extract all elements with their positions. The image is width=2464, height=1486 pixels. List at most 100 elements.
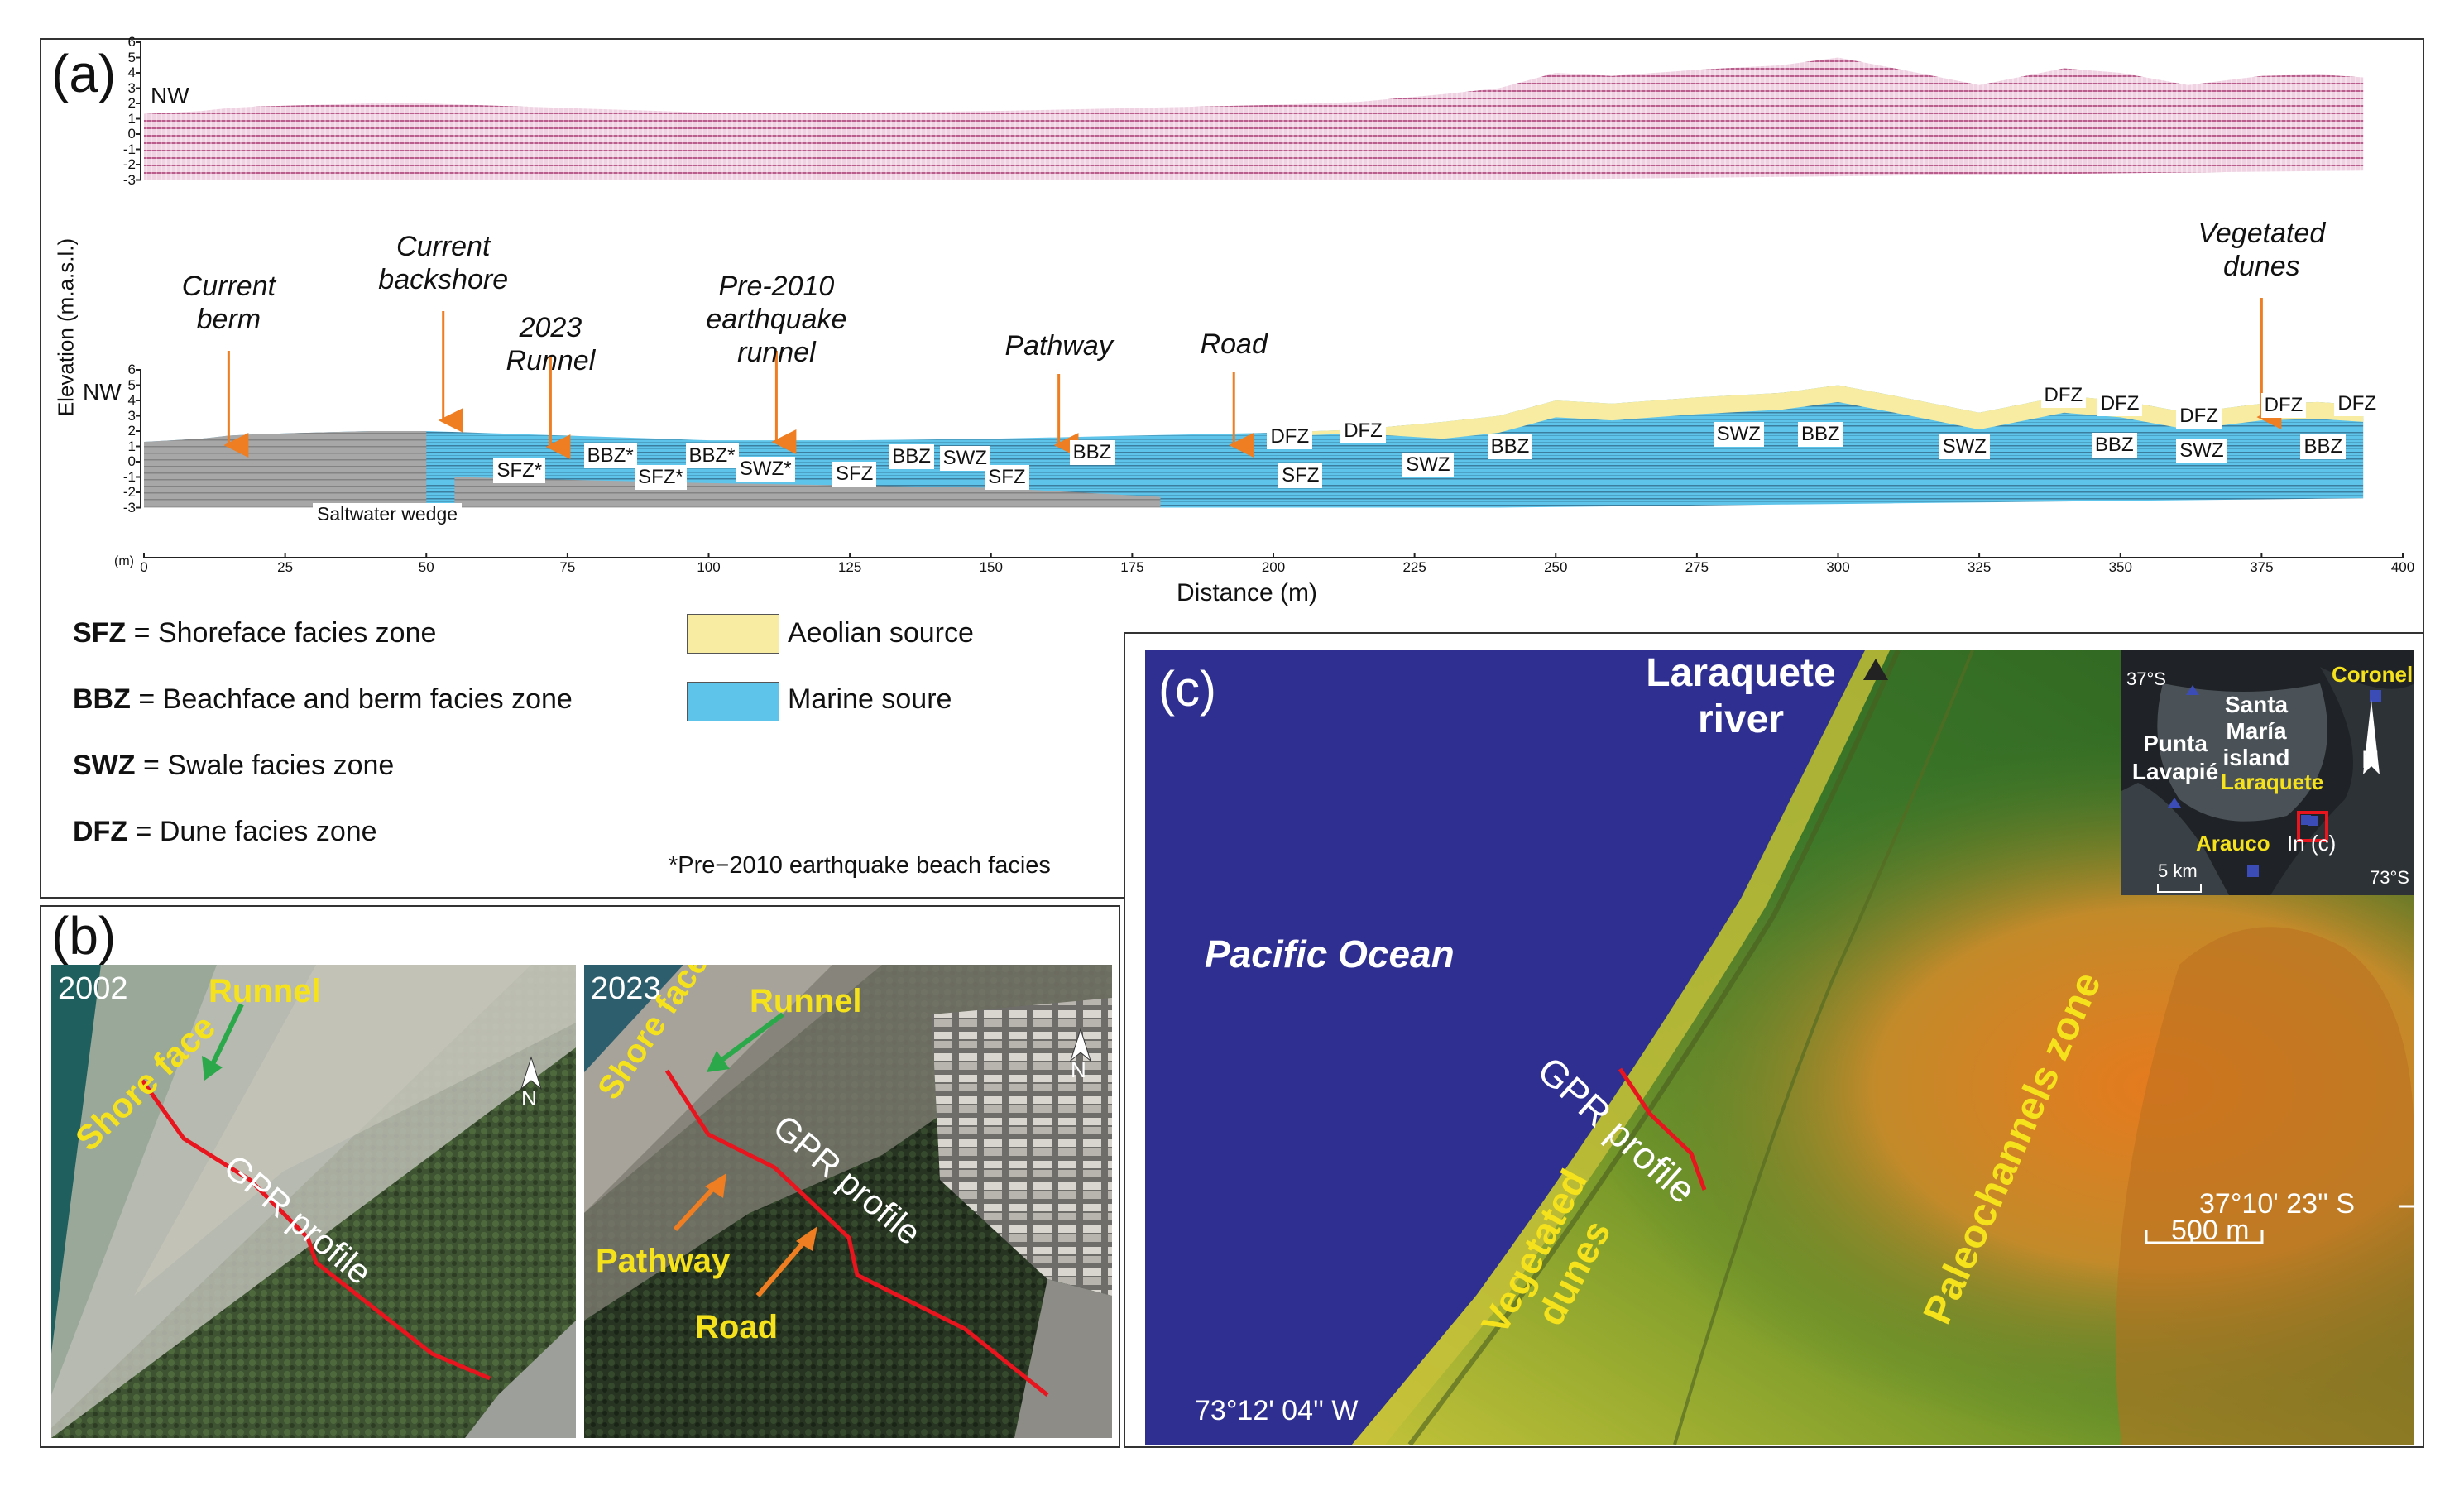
image-2023: 2023 Runnel Shore face GPR profile Pathw… bbox=[584, 965, 1112, 1438]
x-tick-label: 400 bbox=[2390, 559, 2415, 575]
nw-label-bottom: NW bbox=[83, 379, 122, 405]
legend-item-sfz: SFZ = Shoreface facies zone bbox=[73, 617, 437, 649]
y-axis-label: Elevation (m.a.s.l.) bbox=[53, 237, 79, 417]
legend-item-swz: SWZ = Swale facies zone bbox=[73, 750, 395, 781]
x-tick-label: 200 bbox=[1261, 559, 1286, 575]
ocean-label: Pacific Ocean bbox=[1205, 932, 1455, 975]
facies-zone-label: BBZ* bbox=[583, 443, 637, 468]
annotation-label: Road bbox=[1200, 328, 1268, 360]
annotation-label: Current berm bbox=[181, 271, 276, 335]
facies-zone-label: DFZ bbox=[1267, 424, 1313, 450]
x-axis bbox=[143, 553, 2404, 558]
y-tick-label: -3 bbox=[122, 171, 136, 188]
radargram-interpreted bbox=[144, 385, 2364, 508]
x-tick-label: 125 bbox=[837, 559, 862, 575]
x-axis-label: Distance (m) bbox=[1177, 579, 1318, 606]
y-tick-label: 6 bbox=[127, 34, 136, 50]
facies-zone-label: DFZ bbox=[2097, 391, 2143, 416]
y-tick-label: 2 bbox=[127, 95, 136, 111]
inset-in-c: In (c) bbox=[2287, 831, 2337, 856]
y-axis-bottom bbox=[136, 369, 141, 509]
facies-zone-label: SWZ bbox=[1939, 434, 1990, 459]
x-tick-label: 300 bbox=[1826, 559, 1850, 575]
x-tick-label: 150 bbox=[979, 559, 1003, 575]
y-axis-top bbox=[136, 41, 141, 181]
inset-arauco: Arauco bbox=[2196, 831, 2270, 856]
y-tick-label: 1 bbox=[127, 438, 136, 454]
y-tick-label: 3 bbox=[127, 79, 136, 96]
y-tick-label: 2 bbox=[127, 423, 136, 439]
x-tick-label: 325 bbox=[1967, 559, 1992, 575]
inset-coronel: Coronel bbox=[2332, 662, 2414, 687]
saltwater-wedge-fill bbox=[144, 431, 427, 508]
pathway-label: Pathway bbox=[596, 1243, 731, 1279]
latitude-label: 37°10' 23'' S bbox=[2199, 1188, 2356, 1220]
y-tick-label: 1 bbox=[127, 110, 136, 127]
x-axis-unit: (m) bbox=[114, 554, 134, 568]
panel-c-label: (c) bbox=[1158, 661, 1216, 717]
inset-north: N bbox=[2361, 746, 2380, 774]
y-tick-label: 5 bbox=[127, 49, 136, 65]
annotation-label: Pre-2010 earthquake runnel bbox=[706, 271, 847, 368]
facies-zone-label: SWZ* bbox=[736, 457, 795, 482]
x-tick-label: 75 bbox=[559, 559, 576, 575]
facies-zone-label: BBZ bbox=[2091, 432, 2137, 458]
inset-punta: Punta Lavapié bbox=[2131, 731, 2219, 784]
panel-a-label: (a) bbox=[51, 44, 117, 103]
facies-zone-label: SFZ* bbox=[635, 464, 687, 490]
aeolian-source-fill bbox=[1273, 385, 2364, 439]
inset-island: Santa María island bbox=[2222, 692, 2290, 770]
longitude-label: 73°12' 04'' W bbox=[1195, 1395, 1359, 1426]
annotation-label: 2023 Runnel bbox=[506, 312, 596, 376]
y-tick-label: 4 bbox=[127, 392, 136, 408]
x-tick-label: 275 bbox=[1685, 559, 1709, 575]
facies-zone-label: SFZ* bbox=[493, 458, 546, 484]
facies-zone-label: SWZ bbox=[2176, 439, 2227, 464]
scale-bar-label: 500 m bbox=[2171, 1215, 2250, 1246]
panel-b-label: (b) bbox=[51, 906, 117, 966]
x-tick-label: 25 bbox=[277, 559, 294, 575]
north-arrow-2002: N bbox=[515, 1056, 548, 1110]
x-tick-label: 350 bbox=[2108, 559, 2132, 575]
runnel-label-2002: Runnel bbox=[209, 973, 321, 1009]
x-tick-label: 375 bbox=[2250, 559, 2274, 575]
y-tick-label: -2 bbox=[122, 484, 136, 500]
facies-zone-label: DFZ bbox=[1340, 419, 1386, 443]
marine-swatch bbox=[687, 682, 779, 721]
facies-zone-label: SWZ bbox=[1713, 421, 1764, 447]
y-tick-label: 6 bbox=[127, 362, 136, 377]
facies-zone-label: DFZ bbox=[2260, 392, 2307, 418]
facies-zone-label: DFZ bbox=[2176, 403, 2222, 429]
facies-zone-label: BBZ bbox=[1798, 421, 1843, 447]
runnel-label-2023: Runnel bbox=[750, 983, 862, 1019]
inset-scale: 5 km bbox=[2158, 860, 2198, 881]
inset-lon: 73°S bbox=[2370, 867, 2409, 888]
image-2002: 2002 Runnel Shore face GPR profile N bbox=[51, 965, 576, 1438]
y-tick-label: 4 bbox=[127, 65, 136, 80]
inset-lat: 37°S bbox=[2126, 669, 2166, 689]
facies-zone-label: SFZ bbox=[985, 464, 1029, 490]
facies-zone-label: BBZ* bbox=[685, 443, 739, 468]
marine-legend-label: Marine soure bbox=[788, 683, 952, 715]
river-label: Laraquete river bbox=[1646, 651, 1836, 741]
aeolian-swatch bbox=[687, 614, 779, 654]
map-c: (c) Laraquete river Pacific Ocean GPR pr… bbox=[1145, 650, 2414, 1445]
annotation-label: Vegetated dunes bbox=[2198, 218, 2326, 282]
annotation-label: Pathway bbox=[1004, 330, 1113, 362]
x-tick-label: 50 bbox=[418, 559, 434, 575]
facies-zone-label: BBZ bbox=[1487, 434, 1533, 459]
saltwater-wedge-lower bbox=[454, 477, 1161, 508]
facies-zone-label: BBZ bbox=[1069, 439, 1115, 465]
x-tick-label: 0 bbox=[140, 559, 148, 575]
facies-zone-label: DFZ bbox=[2334, 391, 2380, 416]
x-tick-label: 175 bbox=[1120, 559, 1144, 575]
x-tick-label: 225 bbox=[1402, 559, 1426, 575]
y-tick-label: -3 bbox=[122, 499, 136, 515]
legend-footnote: *Pre−2010 earthquake beach facies bbox=[669, 852, 1051, 879]
facies-zone-label: BBZ bbox=[889, 444, 934, 470]
legend-item-dfz: DFZ = Dune facies zone bbox=[73, 816, 377, 847]
facies-zone-label: SFZ bbox=[832, 461, 877, 487]
inset-laraquete: Laraquete bbox=[2221, 769, 2324, 794]
y-tick-label: -2 bbox=[122, 156, 136, 172]
y-tick-label: 0 bbox=[127, 453, 136, 469]
